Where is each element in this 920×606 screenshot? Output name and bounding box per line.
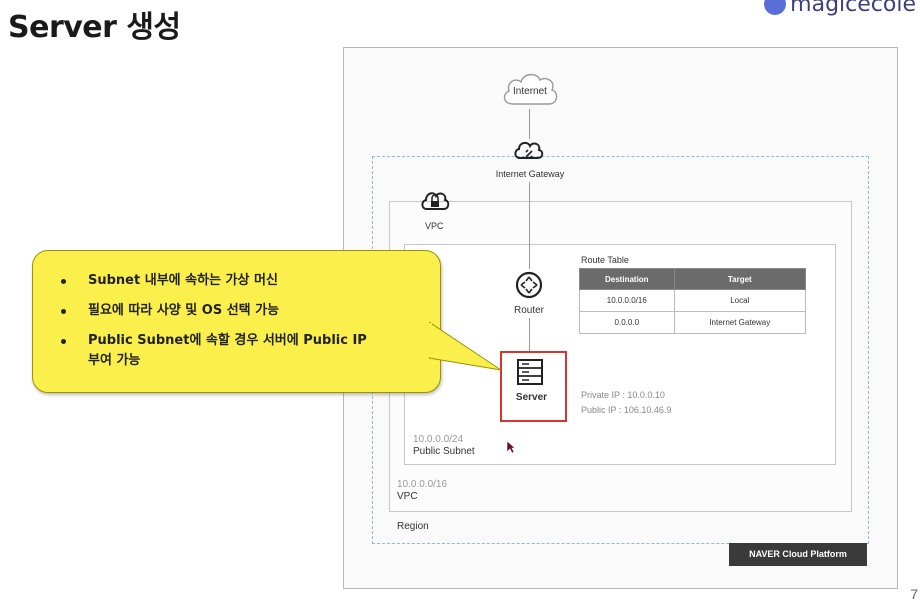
callout-bullet: Subnet 내부에 속하는 가상 머신: [61, 271, 278, 291]
bullet-dot: [61, 279, 66, 284]
bullet-text: 부여 가능: [88, 353, 141, 368]
bullet-dot: [61, 309, 66, 314]
route-target: Internet Gateway: [673, 311, 807, 334]
brand-name: magicecole: [790, 0, 916, 17]
page-number: 7: [910, 586, 918, 602]
callout-box: Subnet 내부에 속하는 가상 머신 필요에 따라 사양 및 OS 선택 가…: [32, 250, 441, 393]
bullet-dot: [61, 339, 66, 344]
route-table-title: Route Table: [581, 255, 629, 265]
brand-logo: magicecole: [764, 0, 916, 17]
router-icon: [515, 271, 543, 299]
vpc-icon-label: VPC: [425, 221, 444, 231]
bullet-text: 필요에 따라 사양 및 OS 선택 가능: [88, 303, 280, 318]
router-server-link: [529, 318, 530, 351]
internet-gateway-icon: [514, 141, 544, 159]
callout-pointer: [429, 322, 502, 371]
server-label: Server: [515, 392, 548, 403]
bullet-text: Public Subnet에 속할 경우 서버에 Public IP: [88, 333, 367, 348]
vpc-cidr: 10.0.0.0/16: [397, 479, 448, 490]
callout-bullet: 필요에 따라 사양 및 OS 선택 가능: [61, 301, 280, 321]
internet-label: Internet: [513, 86, 547, 97]
table-row: 0.0.0.0 Internet Gateway: [579, 311, 807, 334]
slide-title: Server 생성: [8, 10, 181, 45]
route-destination: 10.0.0.0/16: [579, 289, 675, 312]
subnet-cidr: 10.0.0.0/24: [413, 434, 464, 445]
vpc-name: VPC: [397, 491, 418, 502]
table-row: 10.0.0.0/16 Local: [579, 289, 807, 312]
private-ip: Private IP : 10.0.0.10: [581, 390, 665, 400]
mouse-cursor-icon: [506, 440, 516, 454]
platform-badge: NAVER Cloud Platform: [729, 543, 867, 566]
gateway-router-link: [529, 182, 530, 269]
region-label: Region: [397, 521, 429, 532]
route-table-header-target: Target: [673, 268, 807, 290]
route-target: Local: [673, 289, 807, 312]
route-table: Destination Target 10.0.0.0/16 Local 0.0…: [579, 268, 807, 334]
router-label: Router: [513, 305, 544, 316]
internet-cloud-icon: [503, 73, 558, 105]
vpc-icon: [421, 192, 450, 210]
brand-mark-icon: [764, 0, 787, 15]
subnet-name: Public Subnet: [413, 446, 475, 457]
internet-gateway-label: Internet Gateway: [495, 169, 565, 179]
callout-bullet: Public Subnet에 속할 경우 서버에 Public IP: [61, 331, 367, 351]
route-destination: 0.0.0.0: [579, 311, 675, 334]
bullet-text: Subnet 내부에 속하는 가상 머신: [88, 273, 278, 288]
route-table-header-destination: Destination: [579, 268, 675, 290]
callout-bullet-continuation: 부여 가능: [88, 351, 140, 371]
public-ip: Public IP : 106.10.46.9: [581, 405, 672, 415]
internet-gateway-link: [529, 109, 530, 139]
server-icon: [517, 359, 543, 385]
